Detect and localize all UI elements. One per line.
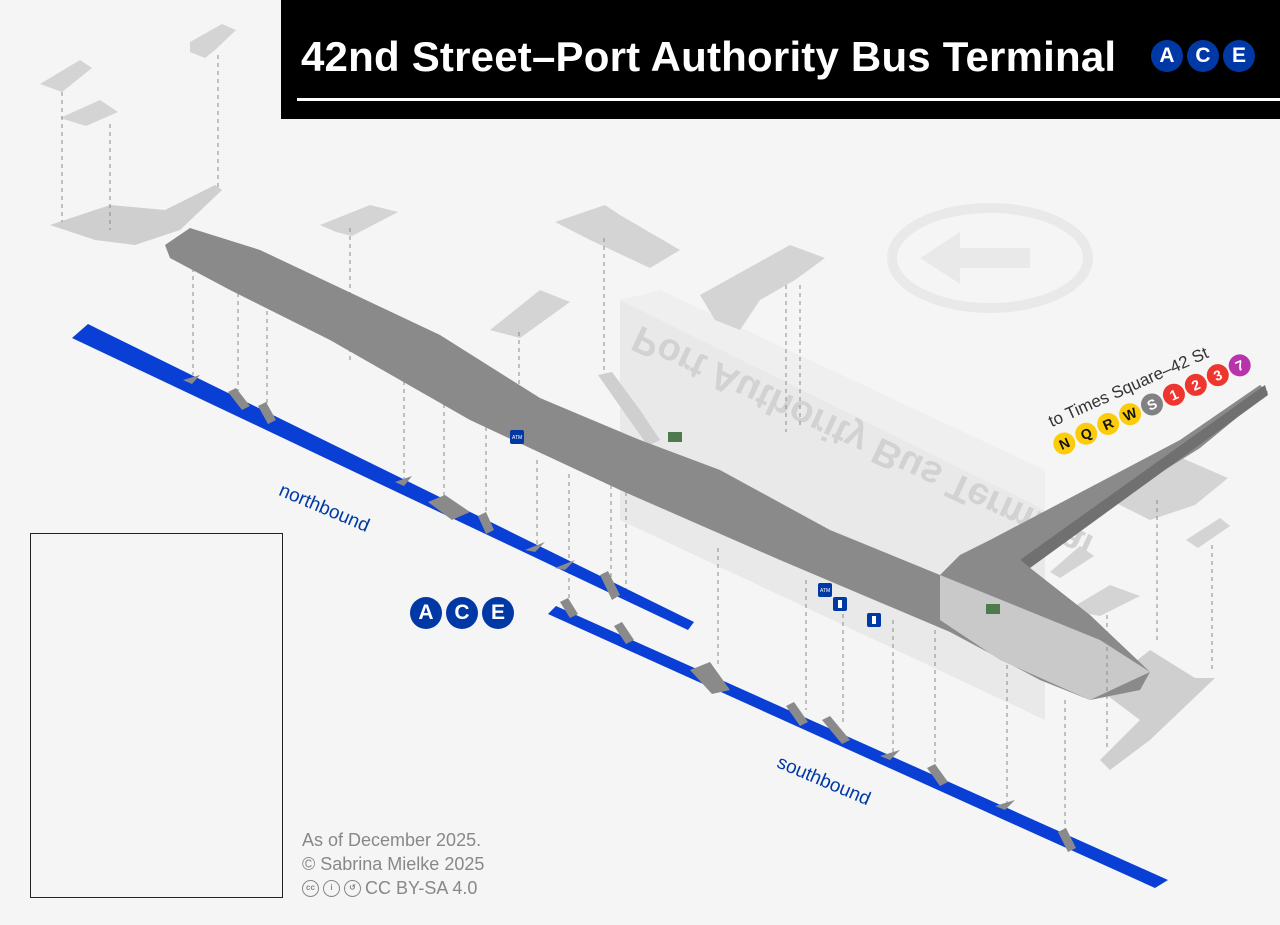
connector-lines xyxy=(61,55,1213,830)
northbound-platform xyxy=(72,324,694,630)
line-bullet-e: E xyxy=(1223,40,1255,72)
line-bullet-c: C xyxy=(446,597,478,629)
line-bullet-e: E xyxy=(482,597,514,629)
platform-line-bullets: A C E xyxy=(410,597,514,629)
street-entrances xyxy=(40,24,1230,616)
license-label: CC BY-SA 4.0 xyxy=(365,878,478,898)
date-note: As of December 2025. xyxy=(302,830,482,850)
line-bullet-a: A xyxy=(1151,40,1183,72)
by-icon: i xyxy=(323,879,340,897)
title-bar: 42nd Street–Port Authority Bus Terminal … xyxy=(281,0,1280,119)
restroom-icon xyxy=(867,613,881,627)
footer-credits: As of December 2025. © Sabrina Mielke 20… xyxy=(302,828,484,900)
copyright-note: © Sabrina Mielke 2025 xyxy=(302,854,485,874)
cc-icon: cc xyxy=(302,879,319,897)
title-rule xyxy=(297,98,1280,101)
atm-icon: ATM xyxy=(818,583,832,597)
inset-frame xyxy=(30,533,283,898)
sa-icon: ↺ xyxy=(344,879,361,897)
atm-label: ATM xyxy=(820,588,830,594)
title-line-bullets: A C E xyxy=(1151,40,1255,72)
atm-label: ATM xyxy=(512,435,522,441)
north-arrow-icon xyxy=(887,203,1093,313)
elevator-icon xyxy=(833,597,847,611)
station-booths xyxy=(668,432,1000,614)
line-bullet-c: C xyxy=(1187,40,1219,72)
license-row: cc i ↺ CC BY-SA 4.0 xyxy=(302,876,484,900)
atm-icon: ATM xyxy=(510,430,524,444)
platform-stairs xyxy=(183,375,1076,852)
line-bullet-a: A xyxy=(410,597,442,629)
station-title: 42nd Street–Port Authority Bus Terminal xyxy=(301,33,1117,80)
